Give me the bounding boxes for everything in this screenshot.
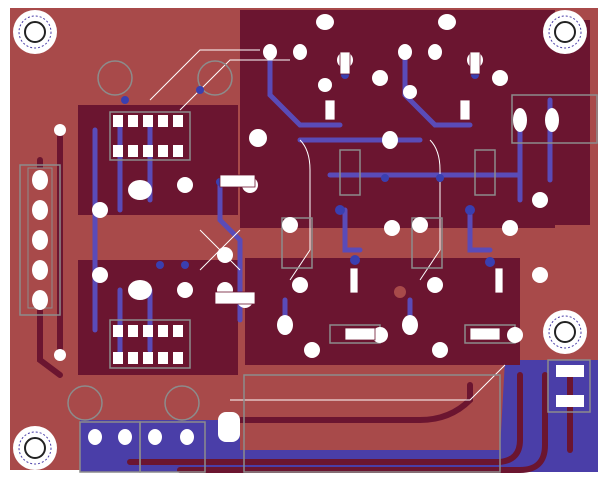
bottom-header-left[interactable]: [88, 429, 132, 445]
board-edge-right: [598, 0, 605, 480]
ic-lower-left-pads[interactable]: [113, 325, 183, 364]
signal-outlines: [149, 49, 506, 401]
component-pads[interactable]: [54, 14, 559, 361]
silkscreen: [19, 60, 598, 473]
copper-region-lower-right: [245, 258, 520, 365]
mounting-hole-top-right[interactable]: [543, 10, 587, 54]
power-input-header[interactable]: [27, 167, 53, 310]
ic-upper-left-pads[interactable]: [113, 115, 183, 157]
board-edge-left-notch: [0, 0, 10, 415]
mounting-hole-bottom-left[interactable]: [13, 426, 57, 470]
board-edge-bottom: [0, 472, 605, 480]
mounting-hole-top-left[interactable]: [13, 10, 57, 54]
bottom-header-right[interactable]: [148, 429, 194, 445]
smd-components[interactable]: [214, 51, 504, 341]
vias: [121, 71, 495, 304]
output-terminal-block[interactable]: [556, 365, 584, 407]
board-edge-top: [0, 0, 605, 8]
large-pad-bottom[interactable]: [218, 412, 240, 442]
mounting-hole-mid-right[interactable]: [543, 310, 587, 354]
